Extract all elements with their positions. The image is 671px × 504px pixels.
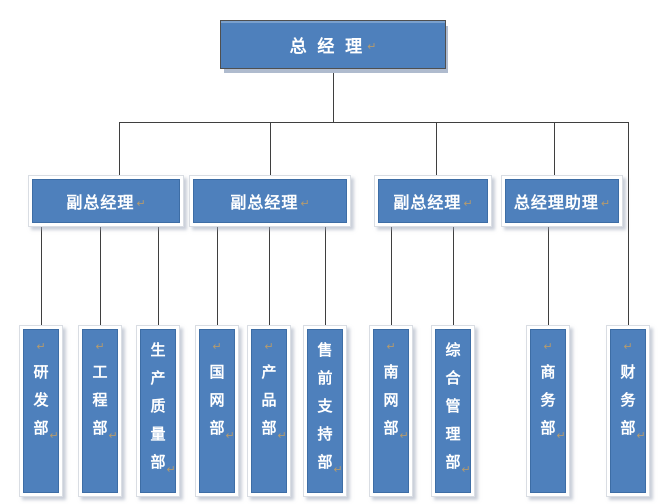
- paragraph-mark-icon: ↵: [49, 430, 59, 442]
- paragraph-mark-icon: ↵: [367, 41, 377, 53]
- department-label: 研发部: [33, 364, 49, 437]
- org-node-deputy-gm-1[interactable]: 副总经理 ↵: [28, 175, 184, 227]
- paragraph-mark-icon: ↵: [300, 197, 310, 210]
- connector-line: [217, 227, 218, 325]
- connector-line: [554, 122, 555, 176]
- org-node-label: 副总经理: [393, 195, 462, 212]
- paragraph-mark-icon: ↵: [461, 464, 471, 476]
- department-label: 财务部: [620, 364, 636, 437]
- department-label: 工程部: [92, 364, 108, 437]
- org-node-dept-business[interactable]: ↵ 商务部 ↵: [526, 325, 570, 497]
- org-node-dept-engineering[interactable]: ↵ 工程部 ↵: [78, 325, 122, 497]
- connector-line: [325, 227, 326, 325]
- org-node-label: 总 经 理: [289, 37, 366, 56]
- org-node-label: 副总经理: [66, 195, 135, 212]
- paragraph-mark-icon: ↵: [108, 430, 118, 442]
- paragraph-mark-icon: ↵: [600, 197, 611, 210]
- department-label: 生产质量部: [150, 342, 166, 471]
- org-node-general-manager[interactable]: 总 经 理 ↵: [220, 20, 446, 69]
- paragraph-mark-icon: ↵: [636, 430, 646, 442]
- paragraph-mark-icon: ↵: [543, 341, 553, 353]
- connector-line: [119, 122, 120, 176]
- org-node-deputy-gm-2[interactable]: 副总经理 ↵: [189, 175, 351, 227]
- paragraph-mark-icon: ↵: [136, 197, 146, 210]
- org-node-gm-assistant[interactable]: 总经理助理 ↵: [501, 175, 623, 227]
- paragraph-mark-icon: ↵: [166, 464, 176, 476]
- department-label: 南网部: [383, 364, 399, 437]
- connector-line: [548, 227, 549, 325]
- connector-line: [333, 69, 334, 122]
- paragraph-mark-icon: ↵: [463, 197, 473, 210]
- org-node-dept-state-grid[interactable]: ↵ 国网部 ↵: [195, 325, 239, 497]
- connector-line: [628, 122, 629, 325]
- paragraph-mark-icon: ↵: [264, 341, 274, 353]
- org-node-dept-rd[interactable]: ↵ 研发部 ↵: [19, 325, 63, 497]
- org-node-dept-product[interactable]: ↵ 产品部 ↵: [247, 325, 291, 497]
- department-label: 综合管理部: [445, 342, 461, 471]
- paragraph-mark-icon: ↵: [277, 430, 287, 442]
- department-label: 产品部: [261, 364, 277, 437]
- org-node-label: 副总经理: [230, 195, 299, 212]
- org-node-deputy-gm-3[interactable]: 副总经理 ↵: [374, 175, 492, 227]
- connector-line: [453, 227, 454, 325]
- paragraph-mark-icon: ↵: [399, 430, 409, 442]
- department-label: 国网部: [209, 364, 225, 437]
- paragraph-mark-icon: ↵: [95, 341, 105, 353]
- paragraph-mark-icon: ↵: [212, 341, 222, 353]
- connector-line: [270, 122, 271, 176]
- paragraph-mark-icon: ↵: [36, 341, 46, 353]
- department-label: 售前支持部: [317, 342, 333, 471]
- connector-line: [158, 227, 159, 325]
- connector-line: [269, 227, 270, 325]
- connector-line: [391, 227, 392, 325]
- org-node-dept-southern-grid[interactable]: ↵ 南网部 ↵: [369, 325, 413, 497]
- connector-line: [119, 122, 629, 123]
- connector-line: [100, 227, 101, 325]
- department-label: 商务部: [540, 364, 556, 437]
- org-node-dept-finance[interactable]: ↵ 财务部 ↵: [606, 325, 650, 497]
- paragraph-mark-icon: ↵: [225, 430, 235, 442]
- paragraph-mark-icon: ↵: [386, 341, 396, 353]
- paragraph-mark-icon: ↵: [333, 464, 343, 476]
- connector-line: [41, 227, 42, 325]
- paragraph-mark-icon: ↵: [556, 430, 566, 442]
- paragraph-mark-icon: ↵: [623, 341, 633, 353]
- connector-line: [436, 122, 437, 176]
- org-node-label: 总经理助理: [513, 195, 599, 212]
